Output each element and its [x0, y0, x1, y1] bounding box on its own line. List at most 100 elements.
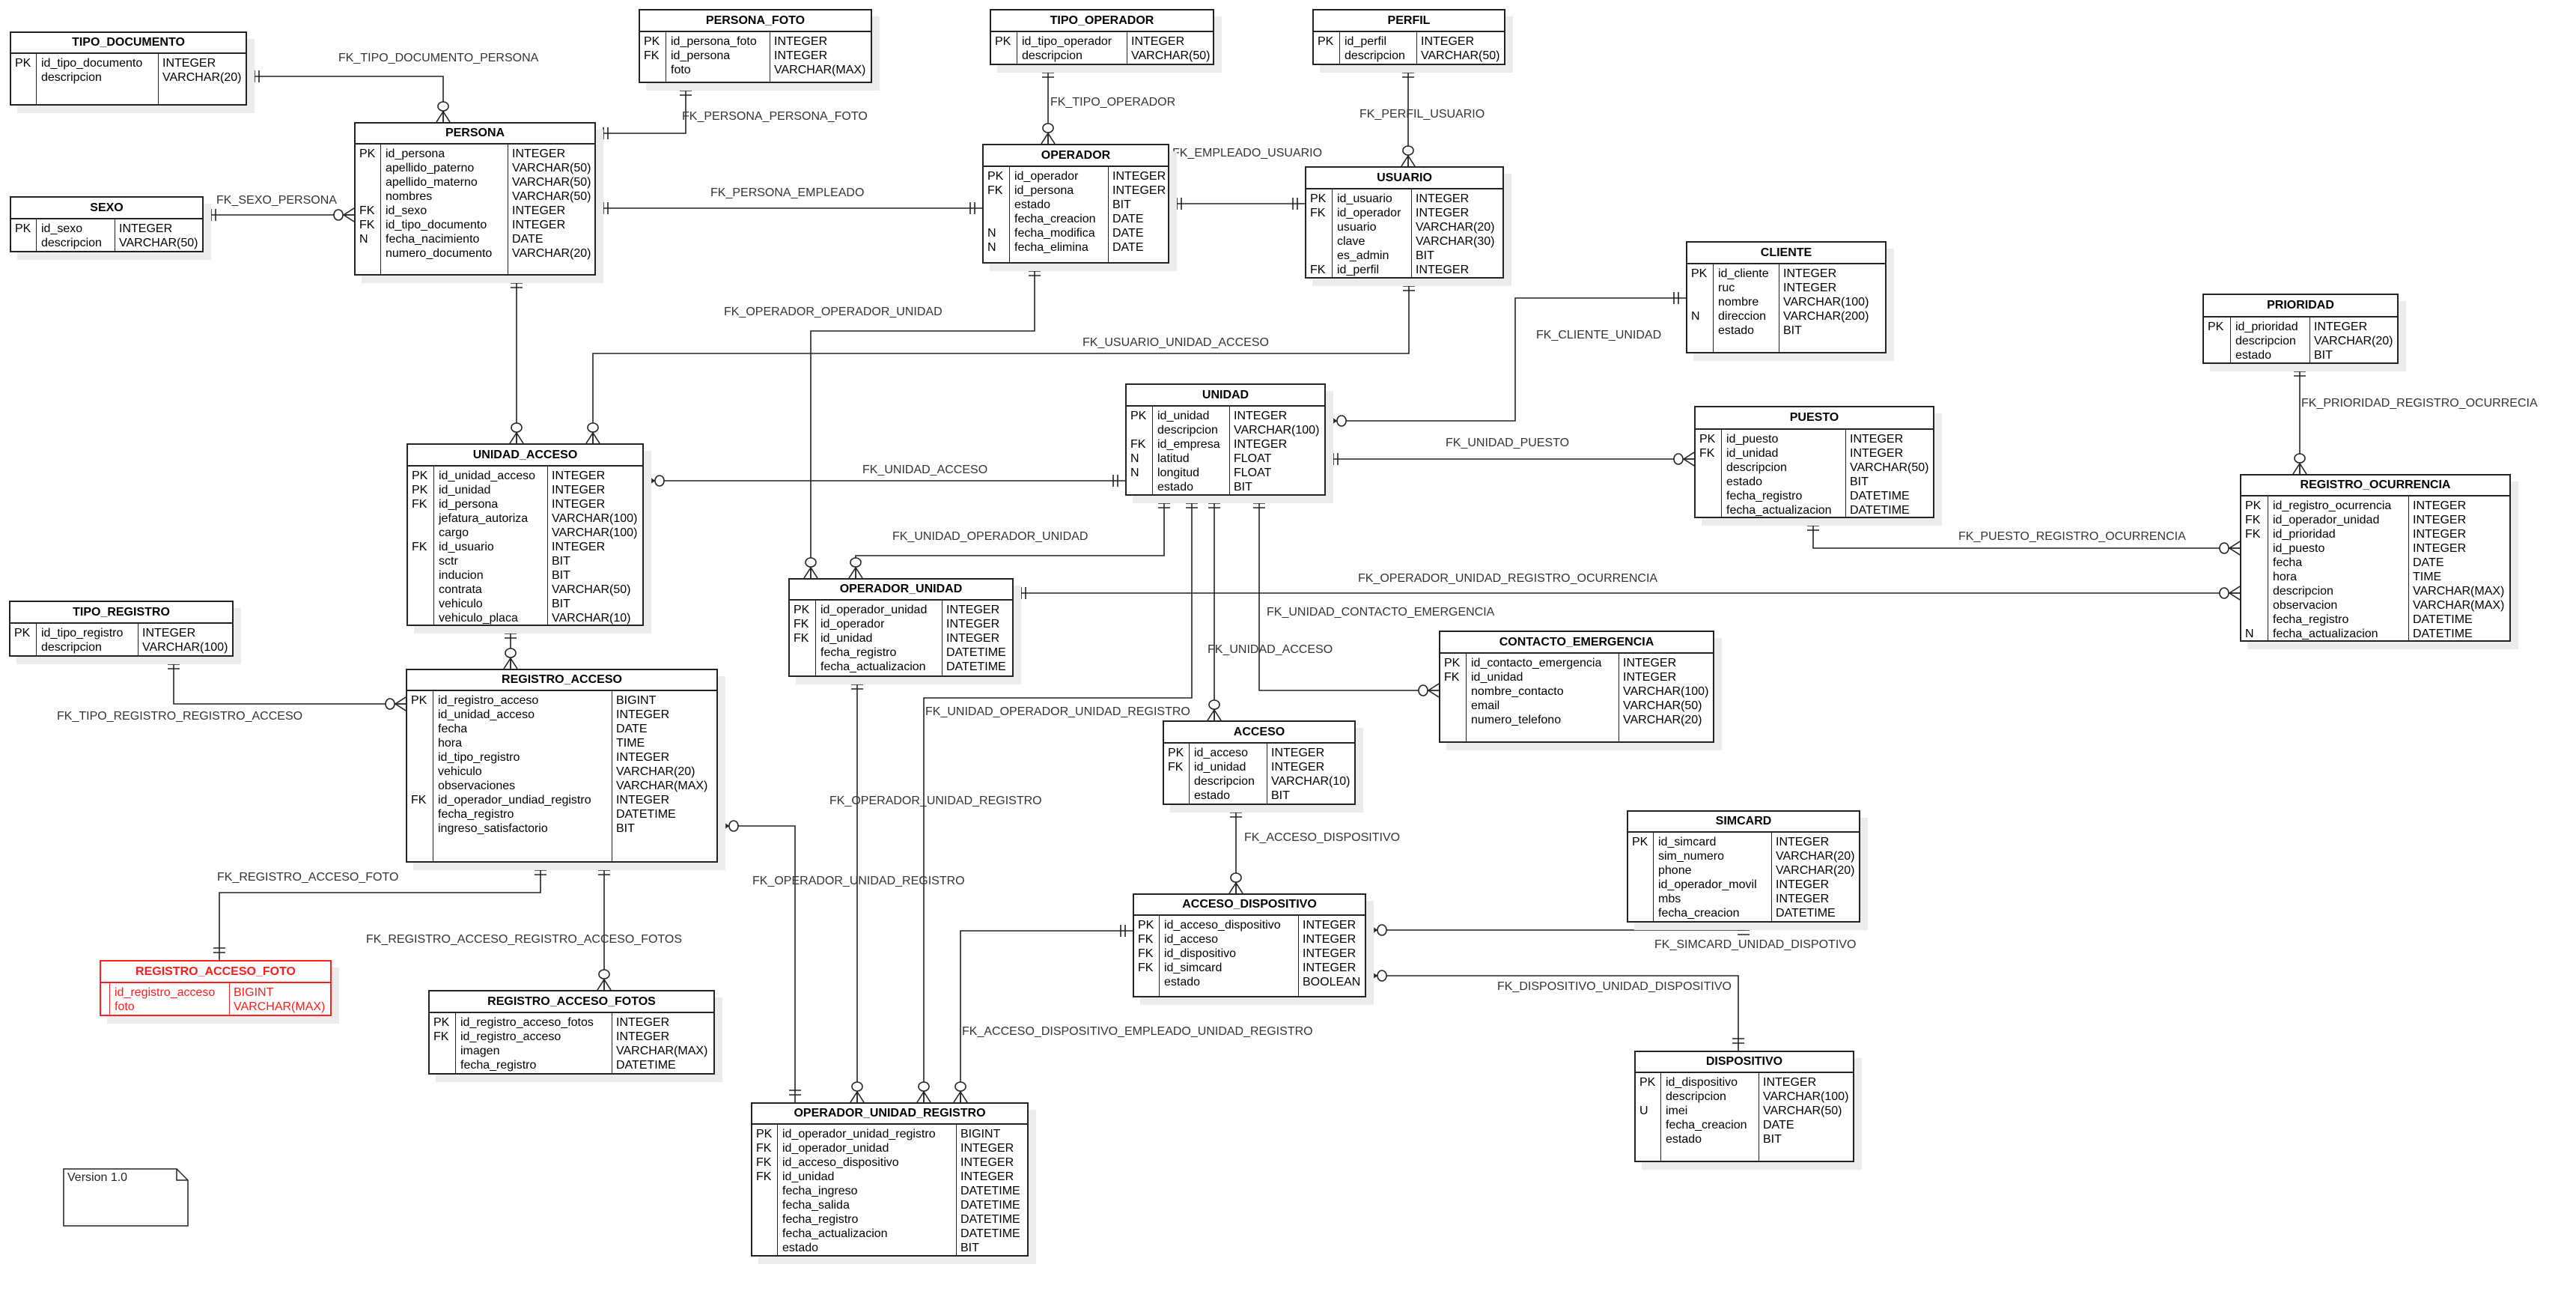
relationship-label: FK_UNIDAD_ACCESO	[1208, 643, 1333, 656]
relationship-label: FK_ACCESO_DISPOSITIVO	[1244, 831, 1400, 844]
field-key	[2208, 334, 2230, 348]
field-name: id_persona	[671, 49, 731, 62]
table-title: REGISTRO_ACCESO_FOTOS	[430, 991, 713, 1013]
field-type: INTEGER	[960, 1170, 1014, 1183]
field-key: FK	[794, 632, 809, 645]
field-name: id_acceso	[1164, 933, 1219, 946]
field-key: PK	[412, 470, 428, 482]
field-name: id_persona_foto	[671, 35, 757, 48]
field-type: INTEGER	[1416, 264, 1470, 276]
field-name: id_unidad_acceso	[438, 708, 535, 721]
relationship-line[interactable]	[213, 863, 546, 960]
relationship-line[interactable]	[960, 931, 1133, 1102]
field-name: contrata	[439, 583, 482, 596]
field-type: INTEGER	[774, 35, 828, 48]
field-name: id_tipo_registro	[41, 627, 124, 640]
field-type: BIT	[1416, 249, 1434, 262]
field-name: fecha_elimina	[1014, 241, 1088, 254]
field-type: BIGINT	[234, 986, 274, 999]
field-name: observaciones	[438, 780, 516, 792]
field-type: VARCHAR(20)	[1776, 864, 1855, 877]
relationship-label: FK_CLIENTE_UNIDAD	[1536, 329, 1661, 341]
field-key	[1699, 461, 1721, 475]
field-name: id_contacto_emergencia	[1471, 657, 1602, 669]
field-type: VARCHAR(100)	[1623, 685, 1709, 698]
field-name: usuario	[1337, 221, 1377, 234]
field-name: cargo	[439, 526, 469, 539]
field-name: numero_telefono	[1471, 714, 1562, 726]
relationship-line[interactable]	[1326, 298, 1686, 421]
field-name: id_registro_acceso_fotos	[460, 1016, 594, 1029]
field-key: FK	[644, 49, 660, 62]
relationship-line[interactable]	[1366, 923, 1744, 930]
field-type: FLOAT	[1234, 452, 1272, 465]
table-title: OPERADOR_UNIDAD	[790, 580, 1012, 601]
field-type: INTEGER	[1303, 947, 1356, 960]
relationship-label: FK_UNIDAD_ACCESO	[862, 464, 987, 476]
field-key: FK	[987, 184, 1003, 197]
field-type: VARCHAR(20)	[512, 247, 591, 260]
relationship-label: FK_TIPO_OPERADOR	[1050, 96, 1175, 109]
relationship-label: FK_ACCESO_DISPOSITIVO_EMPLEADO_UNIDAD_RE…	[962, 1025, 1313, 1038]
field-key	[1130, 423, 1152, 437]
field-name: fecha_registro	[2273, 613, 2349, 626]
field-key	[412, 554, 433, 568]
table-title: REGISTRO_ACCESO_FOTO	[101, 962, 330, 983]
field-name: id_persona	[386, 148, 445, 160]
field-name: imagen	[460, 1045, 500, 1057]
field-key: N	[987, 241, 996, 254]
field-name: descripcion	[41, 71, 102, 84]
field-type: BIGINT	[960, 1128, 1001, 1140]
field-key	[1168, 774, 1189, 789]
relationship-line[interactable]	[247, 76, 443, 122]
field-key: FK	[412, 541, 427, 553]
field-name: imei	[1666, 1105, 1688, 1117]
relationship-line[interactable]	[1366, 976, 1738, 1051]
field-type: INTEGER	[162, 57, 216, 70]
field-type: INTEGER	[1271, 761, 1325, 774]
relationship-line[interactable]	[596, 83, 692, 139]
relationship-line[interactable]	[1813, 518, 2240, 548]
field-name: estado	[1157, 481, 1194, 493]
field-type: INTEGER	[1783, 282, 1837, 294]
relationship-label: FK_PUESTO_REGISTRO_OCURRENCIA	[1958, 530, 2186, 543]
field-key	[2245, 541, 2268, 556]
field-type: BIT	[552, 569, 570, 582]
field-name: fecha	[2273, 556, 2303, 569]
field-name: numero_documento	[386, 247, 493, 260]
field-type: DATE	[512, 233, 543, 246]
relationship-line[interactable]	[718, 826, 795, 1102]
relationship-line[interactable]	[1259, 496, 1439, 690]
relationship-label: FK_OPERADOR_UNIDAD_REGISTRO	[829, 795, 1042, 807]
relationship-line[interactable]	[174, 657, 406, 704]
